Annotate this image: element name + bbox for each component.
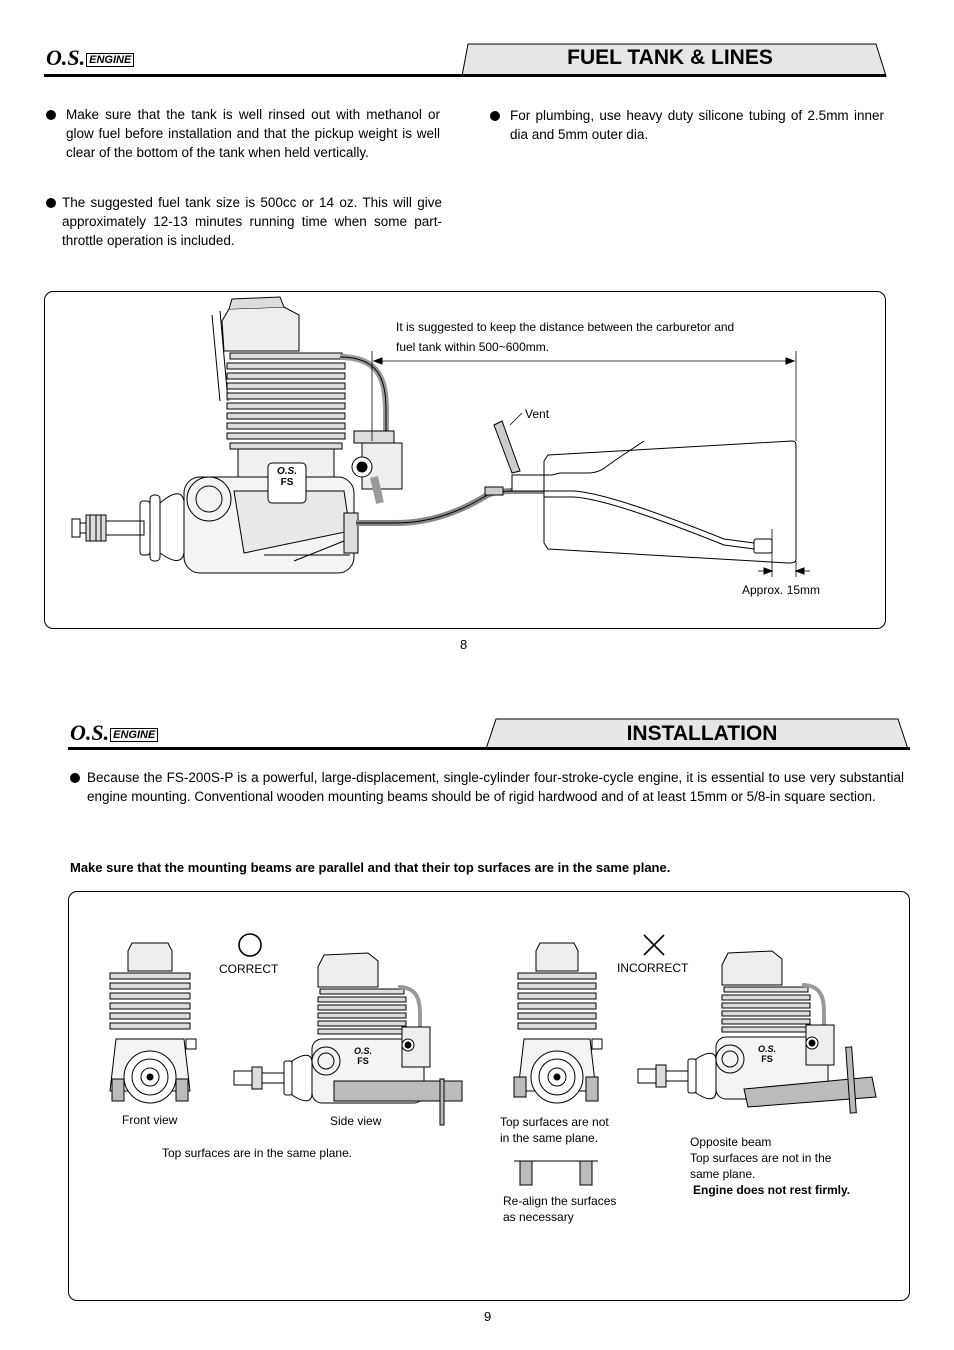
bullet-mounting: Because the FS-200S-P is a powerful, lar… — [70, 768, 904, 806]
badge-sub-text: FS — [761, 1054, 773, 1064]
correct-label: CORRECT — [219, 962, 279, 976]
page-title: FUEL TANK & LINES — [567, 46, 773, 69]
bullet-text: Because the FS-200S-P is a powerful, lar… — [87, 770, 904, 804]
opposite-line2: Top surfaces are not in the — [690, 1151, 832, 1165]
opposite-line3: same plane. — [690, 1167, 756, 1181]
bold-note: Make sure that the mounting beams are pa… — [70, 860, 671, 875]
incorrect-label: INCORRECT — [617, 961, 689, 975]
badge-sub-text: FS — [357, 1056, 369, 1066]
bullet-text: For plumbing, use heavy duty silicone tu… — [510, 108, 884, 142]
prop-shaft — [71, 493, 185, 562]
mounting-diagram-box — [68, 891, 910, 1301]
bullet-dot-icon — [490, 111, 500, 121]
distance-dimension — [371, 351, 797, 441]
front-view-label: Front view — [122, 1113, 178, 1127]
exhaust-clamp — [353, 430, 395, 444]
bullet-dot-icon — [70, 773, 80, 783]
title-tab-shape — [462, 43, 887, 77]
header-rule — [68, 747, 910, 750]
bullet-text: The suggested fuel tank size is 500cc or… — [62, 195, 442, 248]
engine-badge: O.S. FS — [753, 1044, 781, 1064]
page-number: 9 — [484, 1309, 492, 1324]
page-title: INSTALLATION — [626, 722, 778, 745]
distance-note: It is suggested to keep the distance bet… — [396, 317, 786, 357]
correct-circle-icon — [238, 933, 262, 957]
logo-text: O.S. — [46, 45, 86, 70]
engine-badge: O.S. FS — [270, 466, 304, 488]
approx-dimension — [758, 529, 810, 577]
badge-text: O.S. — [757, 1044, 776, 1054]
bullet-dot-icon — [46, 198, 56, 208]
os-engine-logo: O.S.ENGINE — [46, 45, 135, 71]
distance-note-line2: fuel tank within 500~600mm. — [396, 340, 550, 354]
badge-sub-text: FS — [280, 477, 294, 488]
not-same-plane-label: Top surfaces are not in the same plane. — [500, 1114, 609, 1146]
exhaust-pipe — [339, 354, 389, 441]
mounting-beam-incorrect — [743, 1046, 877, 1114]
not-same-plane-line2: in the same plane. — [500, 1131, 599, 1145]
page-number: 8 — [460, 637, 468, 652]
badge-text: O.S. — [353, 1046, 372, 1056]
fuel-line — [356, 488, 544, 526]
opposite-beam-label: Opposite beam Top surfaces are not in th… — [690, 1134, 850, 1198]
crankcase — [183, 476, 355, 574]
bullet-tank-size: The suggested fuel tank size is 500cc or… — [46, 193, 442, 250]
bullet-dot-icon — [46, 110, 56, 120]
mounting-beam-correct — [333, 1078, 463, 1126]
fuel-system-diagram — [71, 296, 810, 577]
realign-beams — [514, 1160, 598, 1186]
cylinder — [211, 296, 346, 504]
realign-label: Re-align the surfaces as necessary — [503, 1193, 616, 1225]
approx-label: Approx. 15mm — [742, 583, 821, 597]
bullet-tank-rinse: Make sure that the tank is well rinsed o… — [46, 105, 440, 162]
same-plane-label: Top surfaces are in the same plane. — [162, 1146, 353, 1160]
side-view-label: Side view — [330, 1114, 382, 1128]
front-view-engine-incorrect — [513, 942, 603, 1104]
mounting-diagram — [109, 933, 877, 1186]
bullet-text: Make sure that the tank is well rinsed o… — [66, 107, 440, 160]
os-engine-logo: O.S.ENGINE — [70, 720, 159, 746]
incorrect-cross-icon — [643, 934, 665, 956]
logo-sub-text: ENGINE — [110, 728, 159, 742]
carburetor — [343, 442, 403, 554]
logo-text: O.S. — [70, 720, 110, 745]
fuel-line-fitting — [484, 486, 504, 496]
realign-line2: as necessary — [503, 1210, 574, 1224]
fuel-tank — [493, 420, 797, 564]
vent-pointer — [509, 412, 523, 426]
distance-note-line1: It is suggested to keep the distance bet… — [396, 320, 735, 334]
header-rule — [44, 74, 886, 77]
engine-badge: O.S. FS — [349, 1046, 377, 1066]
side-view-engine-correct — [233, 952, 431, 1104]
realign-line1: Re-align the surfaces — [503, 1194, 617, 1208]
opposite-bold: Engine does not rest firmly. — [693, 1183, 851, 1197]
vent-label: Vent — [525, 407, 550, 421]
front-view-engine — [109, 942, 197, 1104]
fuel-system-diagram-box — [44, 291, 886, 629]
bullet-plumbing: For plumbing, use heavy duty silicone tu… — [490, 106, 884, 144]
opposite-line1: Opposite beam — [690, 1135, 772, 1149]
badge-text: O.S. — [276, 466, 297, 477]
not-same-plane-line1: Top surfaces are not — [500, 1115, 609, 1129]
logo-sub-text: ENGINE — [86, 53, 135, 67]
